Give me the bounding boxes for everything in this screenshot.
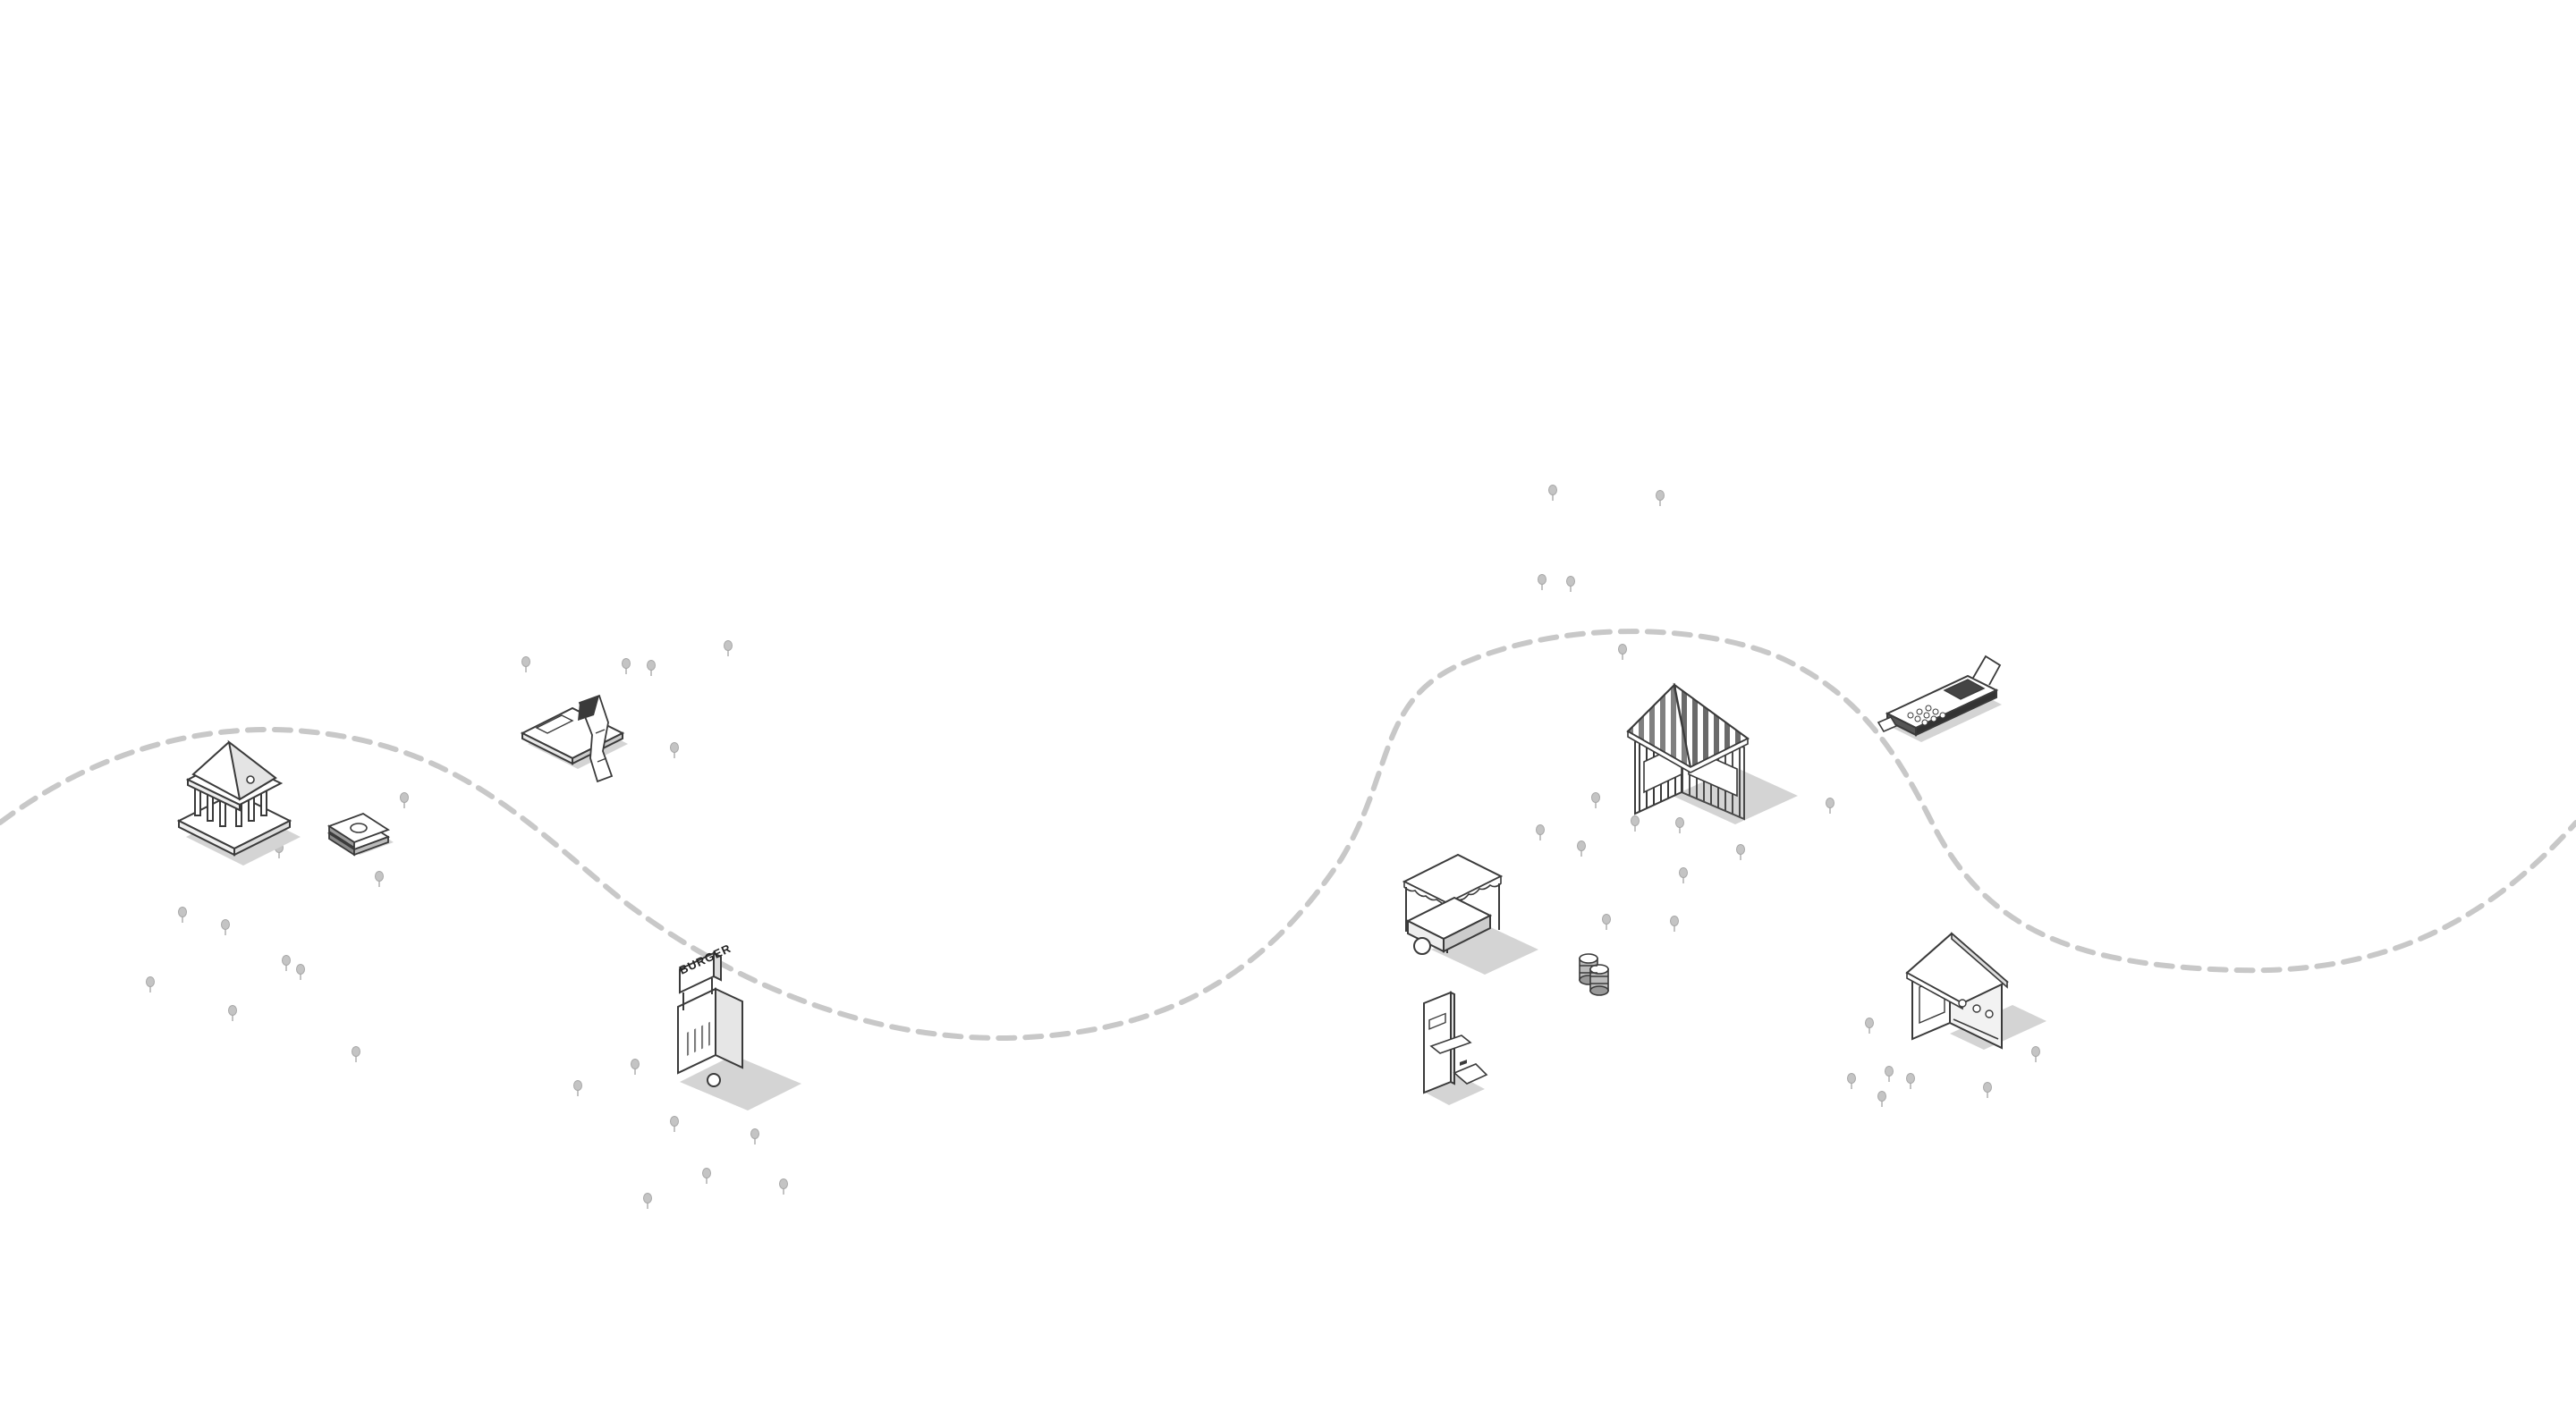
coin-stacks-icon [1579, 953, 1609, 996]
burger-cart-icon: BURGER [677, 942, 801, 1111]
trees [145, 484, 2041, 1210]
payment-receipt-icon [520, 694, 628, 783]
shop-stall-icon [1905, 932, 2046, 1050]
dashed-road-path [0, 629, 2576, 1041]
cash-stack-icon [326, 813, 394, 857]
phone-payment-icon [1422, 991, 1488, 1105]
striped-kiosk-icon [1626, 682, 1798, 824]
card-terminal-icon [1877, 655, 2002, 742]
market-cart-icon [1402, 853, 1538, 975]
bank-icon [176, 739, 301, 866]
